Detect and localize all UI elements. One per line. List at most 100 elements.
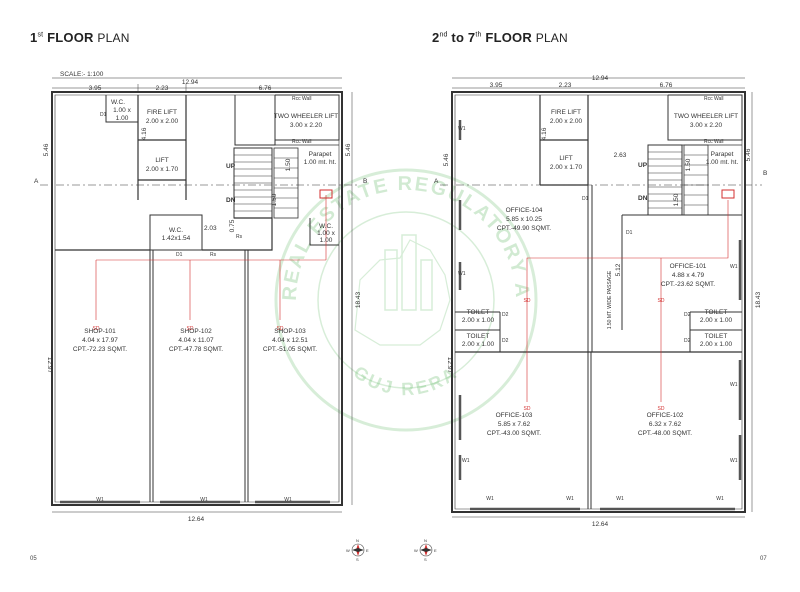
watermark-bottom-text: GUJ RERA (350, 362, 462, 399)
left-section-a: A (34, 178, 39, 185)
left-dim-w3: 6.76 (259, 85, 272, 92)
right-toilet4-name: TOILET (705, 333, 728, 340)
right-w1-7: W1 (486, 496, 494, 502)
svg-text:S: S (356, 557, 359, 562)
left-shop3-size: 4.04 x 12.51 (272, 337, 308, 344)
right-w1-9: W1 (616, 496, 624, 502)
left-dim-side-right: 5.46 (345, 143, 352, 156)
right-sd-4: SD (658, 406, 665, 412)
right-dim-w3: 6.76 (660, 82, 673, 89)
left-scale: SCALE:- 1:100 (60, 71, 104, 78)
left-wc2-size: 1.42x1.54 (162, 235, 191, 242)
right-lift-size: 2.00 x 1.70 (550, 164, 583, 171)
left-lift-size: 2.00 x 1.70 (146, 166, 179, 173)
right-sd-2: SD (658, 298, 665, 304)
right-office101-area: CPT.-23.62 SQMT. (661, 281, 715, 288)
right-dim-height-left: 12.97 (446, 357, 453, 374)
right-up-label: UP (638, 162, 648, 169)
right-toilet3-size: 2.00 x 1.00 (700, 317, 733, 324)
left-dim-416: 4.16 (141, 127, 148, 140)
right-fire-lift-name: FIRE LIFT (551, 109, 581, 116)
right-office102-area: CPT.-48.00 SQMT. (638, 430, 692, 437)
left-wc3-size-b: 1.00 (320, 237, 333, 244)
right-office103-area: CPT.-43.00 SQMT. (487, 430, 541, 437)
right-w1-8: W1 (566, 496, 574, 502)
compass-right-icon: N S W E (414, 538, 437, 562)
left-dim-075: 0.75 (229, 219, 236, 232)
left-dim-203: 2.03 (204, 225, 217, 232)
svg-text:S: S (424, 557, 427, 562)
left-w1-1: W1 (96, 497, 104, 503)
right-d2-3: D2 (684, 312, 691, 318)
right-w1-10: W1 (716, 496, 724, 502)
right-plan (440, 77, 762, 518)
left-shop2-area: CPT.-47.78 SQMT. (169, 346, 223, 353)
left-dn-label: DN (226, 197, 236, 204)
right-office102-name: OFFICE-102 (647, 412, 684, 419)
svg-text:E: E (434, 548, 437, 553)
right-dim-512: 5.12 (615, 263, 622, 276)
left-dim-total: 12.94 (182, 79, 199, 86)
right-dim-side-right: 5.46 (745, 148, 752, 161)
right-dn-label: DN (638, 195, 648, 202)
left-wc2-name: W.C. (169, 227, 183, 234)
left-shop3-area: CPT.-51.05 SQMT. (263, 346, 317, 353)
right-office101-size: 4.88 x 4.79 (672, 272, 705, 279)
right-office101-name: OFFICE-101 (670, 263, 707, 270)
right-dim-height-right: 18.43 (755, 291, 762, 308)
right-w1-5: W1 (730, 382, 738, 388)
left-dim-w1: 3.95 (89, 85, 102, 92)
right-section-a: A (434, 178, 439, 185)
right-lift-name: LIFT (559, 155, 572, 162)
left-wc1-size-a: 1.00 x (113, 107, 131, 114)
right-dim-w1: 3.95 (490, 82, 503, 89)
left-shop1-name: SHOP-101 (84, 328, 116, 335)
right-d1-1: D1 (626, 230, 633, 236)
left-dim-height-left: 12.97 (46, 357, 53, 374)
right-two-wheeler-size: 3.00 x 2.20 (690, 122, 723, 129)
left-d1-2: D1 (176, 252, 183, 258)
left-parapet-ht: 1.00 mt. ht. (304, 159, 337, 166)
right-plan-title: 2nd to 7th FLOOR PLAN (432, 30, 568, 45)
left-dim-height-right: 18.43 (355, 291, 362, 308)
right-dim-150b: 1.50 (673, 193, 680, 206)
left-dim-side-left: 5.46 (43, 143, 50, 156)
svg-text:W: W (414, 548, 418, 553)
rera-watermark (274, 168, 538, 432)
left-w1-2: W1 (200, 497, 208, 503)
right-w1-1: W1 (458, 126, 466, 132)
left-fire-lift-size: 2.00 x 2.00 (146, 118, 179, 125)
right-w1-6: W1 (730, 458, 738, 464)
right-dim-263: 2.63 (614, 152, 627, 159)
left-wc3-size-a: 1.00 x (317, 230, 335, 237)
right-office104-name: OFFICE-104 (506, 207, 543, 214)
right-office103-size: 5.85 x 7.62 (498, 421, 531, 428)
right-dim-side-left: 5.46 (443, 153, 450, 166)
right-office104-size: 5.85 x 10.25 (506, 216, 542, 223)
right-toilet2-name: TOILET (467, 333, 490, 340)
right-office103-name: OFFICE-103 (496, 412, 533, 419)
left-page-number: 05 (30, 556, 37, 562)
right-toilet2-size: 2.00 x 1.00 (462, 341, 495, 348)
right-toilet1-name: TOILET (467, 309, 490, 316)
right-d2-2: D2 (502, 338, 509, 344)
right-plan-labels: 12.94 3.95 2.23 6.76 12.64 FIRE LIFT 2.0… (434, 75, 767, 528)
left-up-label: UP (226, 163, 236, 170)
left-sd-3: SD (277, 326, 284, 332)
left-w1-3: W1 (284, 497, 292, 503)
left-rcc-wall-1: Rcc Wall (292, 96, 312, 102)
left-sd-2: SD (187, 326, 194, 332)
left-wc1-size-b: 1.00 (116, 115, 129, 122)
left-plan-title: 1st FLOOR PLAN (30, 30, 130, 45)
left-plan (40, 77, 360, 513)
watermark-arc-text: GUJARAT REAL ESTATE REGULATORY AUTHORITY (0, 0, 533, 301)
right-w1-2: W1 (458, 271, 466, 277)
left-shop1-area: CPT.-72.23 SQMT. (73, 346, 127, 353)
left-dim-w2: 2.23 (156, 85, 169, 92)
left-wc1-name: W.C. (111, 99, 125, 106)
right-w1-4: W1 (730, 264, 738, 270)
left-plan-labels: SCALE:- 1:100 12.94 3.95 2.23 6.76 12.64… (34, 71, 367, 523)
right-dim-bottom: 12.64 (592, 521, 609, 528)
left-rs-1: Rs (210, 252, 217, 258)
